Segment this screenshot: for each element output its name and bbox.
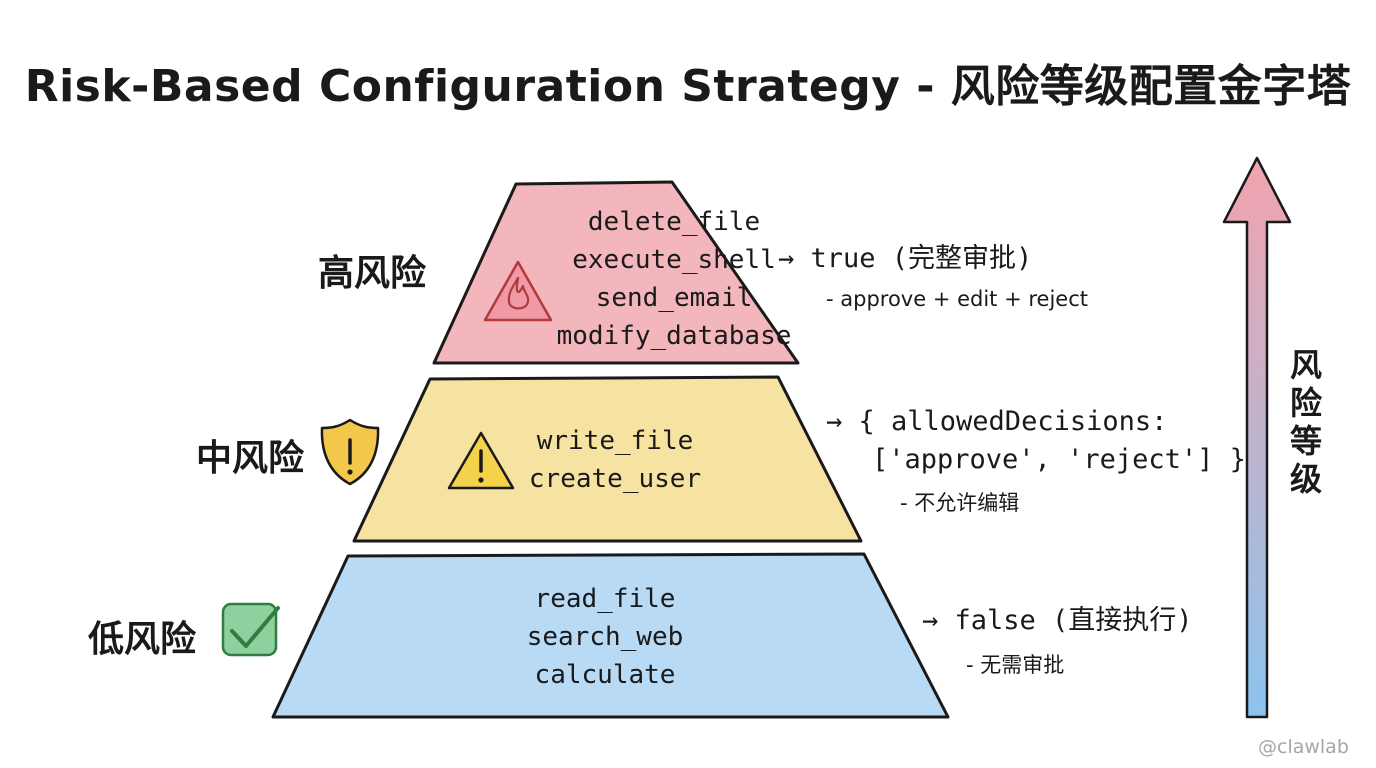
warning-icon: [447, 431, 515, 490]
axis-label-char: 险: [1289, 384, 1322, 422]
high-risk-label: 高风险: [318, 253, 427, 294]
tool-item: calculate: [534, 660, 676, 690]
watermark: @clawlab: [1258, 736, 1349, 758]
low-risk-config: → false (直接执行): [922, 605, 1193, 636]
low-risk-label: 低风险: [88, 619, 197, 660]
high-risk-note: - approve + edit + reject: [826, 287, 1088, 311]
tool-item: read_file: [534, 584, 676, 614]
axis-label-char: 级: [1289, 460, 1322, 498]
fire-warning-icon: [483, 260, 553, 322]
low-risk-tools: read_file search_web calculate: [500, 580, 710, 694]
low-risk-note: - 无需审批: [966, 653, 1065, 677]
medium-risk-note: - 不允许编辑: [900, 491, 1020, 515]
high-risk-tools: delete_file execute_shell send_email mod…: [554, 203, 794, 355]
risk-level-arrow: [1222, 156, 1292, 719]
tool-item: create_user: [528, 464, 702, 494]
page-title: Risk-Based Configuration Strategy - 风险等级…: [24, 61, 1352, 112]
risk-level-axis-label: 风 险 等 级: [1284, 346, 1328, 498]
tool-item: delete_file: [587, 207, 761, 237]
high-risk-config: → true (完整审批): [778, 243, 1033, 274]
medium-risk-config: → { allowedDecisions:: [826, 406, 1168, 437]
axis-label-char: 等: [1289, 422, 1322, 460]
medium-risk-config-decisions: ['approve', 'reject'] }: [872, 444, 1246, 475]
tool-item: execute_shell: [572, 245, 776, 275]
tool-item: write_file: [536, 426, 694, 456]
tier-low-shape: [271, 552, 950, 719]
medium-risk-label: 中风险: [196, 438, 305, 479]
tool-item: modify_database: [556, 321, 792, 351]
shield-exclamation-icon: [320, 418, 380, 486]
tier-medium-shape: [352, 375, 863, 543]
medium-risk-tools: write_file create_user: [510, 422, 720, 498]
axis-label-char: 风: [1289, 346, 1322, 384]
checkbox-check-icon: [221, 602, 280, 657]
tool-item: send_email: [595, 283, 753, 313]
tool-item: search_web: [526, 622, 684, 652]
